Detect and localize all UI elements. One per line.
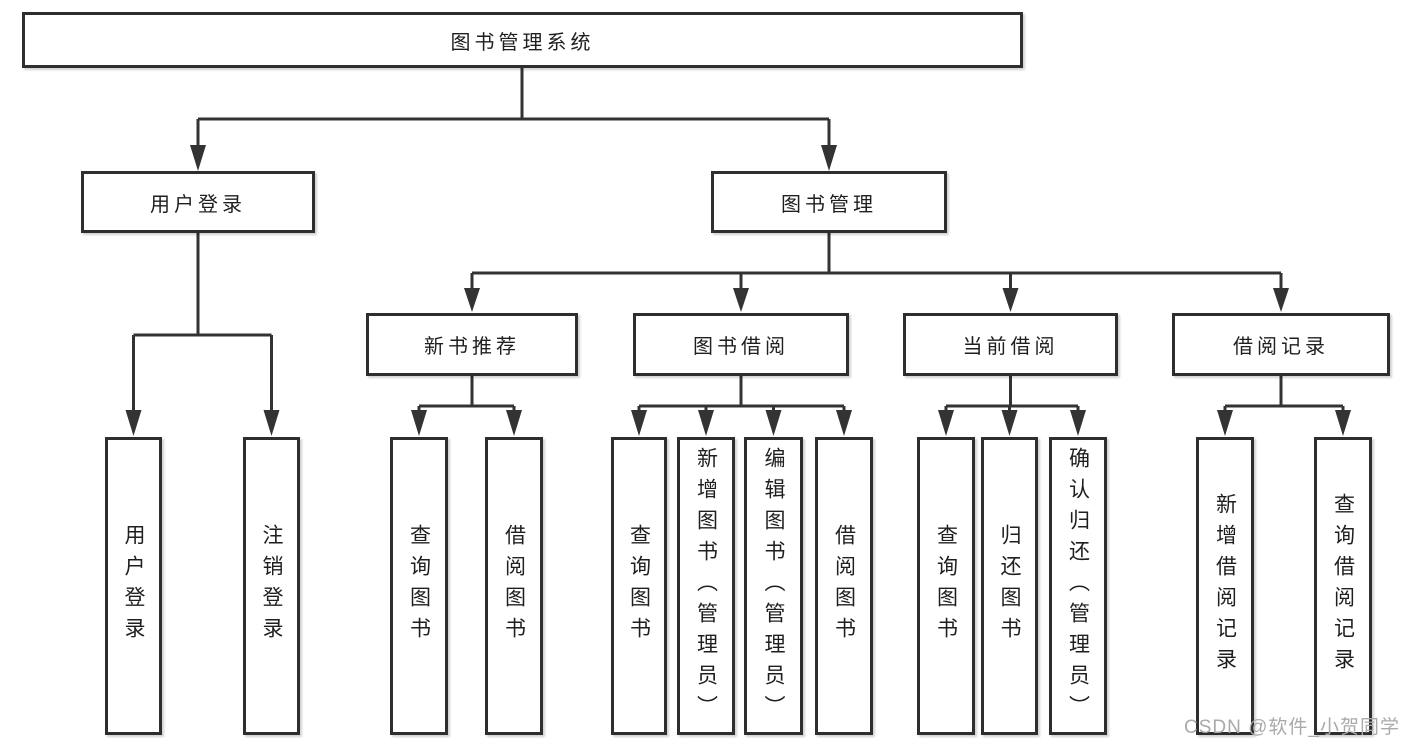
node-book-borrow: 图书借阅 — [633, 313, 849, 376]
leaf-logout: 注销登录 — [243, 437, 300, 735]
leaf-records-add-record: 新增借阅记录 — [1196, 437, 1254, 735]
leaf-records-query-record: 查询借阅记录 — [1314, 437, 1372, 735]
connector-new-book-branch — [417, 376, 516, 412]
leaf-current-return-books: 归还图书 — [981, 437, 1038, 735]
leaf-current-confirm-return-admin: 确认归还（管理员） — [1049, 437, 1107, 735]
node-current-borrow: 当前借阅 — [903, 313, 1118, 376]
leaf-borrow-edit-books-admin: 编辑图书（管理员） — [744, 437, 803, 735]
connector-book-borrow-branch — [637, 376, 846, 412]
leaf-newbook-borrow-books: 借阅图书 — [485, 437, 543, 735]
leaf-current-query-books: 查询图书 — [917, 437, 975, 735]
connector-current-borrow-branch — [944, 376, 1080, 412]
node-borrow-records: 借阅记录 — [1172, 313, 1390, 376]
node-user-login: 用户登录 — [81, 171, 315, 233]
arrowheads — [125, 145, 1351, 436]
connector-borrow-record-branch — [1223, 376, 1345, 412]
node-book-management: 图书管理 — [711, 171, 947, 233]
node-new-book-recommend: 新书推荐 — [366, 313, 578, 376]
connector-user-login-branch — [132, 233, 273, 412]
leaf-borrow-add-books-admin: 新增图书（管理员） — [677, 437, 735, 735]
leaf-borrow-borrow-books: 借阅图书 — [815, 437, 873, 735]
connector-book-management-to-level3 — [470, 233, 1283, 289]
csdn-watermark: CSDN @软件_小贺同学 — [1184, 717, 1400, 738]
leaf-user-login: 用户登录 — [105, 437, 162, 735]
leaf-borrow-query-books: 查询图书 — [611, 437, 667, 735]
leaf-newbook-query-books: 查询图书 — [390, 437, 448, 735]
connector-root-to-level2 — [196, 68, 831, 147]
node-root: 图书管理系统 — [22, 12, 1023, 68]
